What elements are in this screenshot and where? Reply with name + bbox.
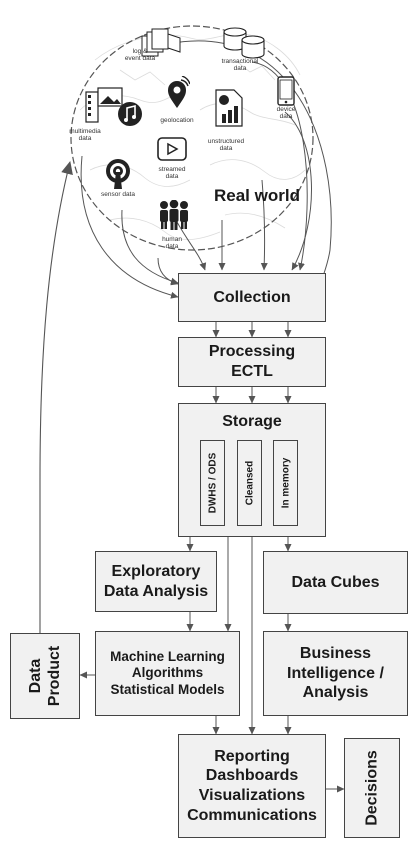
decisions-box: Decisions — [344, 738, 400, 838]
collection-label: Collection — [213, 288, 291, 306]
log-file-icon — [141, 28, 181, 57]
device-data-label: device data — [276, 106, 296, 121]
document-chart-icon — [215, 89, 243, 127]
ml-line3: Statistical Models — [110, 681, 225, 697]
geolocation-icon — [168, 76, 190, 108]
world-map-texture — [79, 33, 306, 240]
dwhs-ods-label: DWHS / ODS — [207, 452, 218, 514]
data-cubes-label: Data Cubes — [291, 573, 380, 591]
reporting-line1: Reporting — [214, 747, 290, 765]
in-memory-label: In memory — [280, 457, 291, 509]
bi-line3: Analysis — [302, 684, 369, 702]
streamed-data-label: streamed data — [158, 166, 186, 181]
eda-box: Exploratory Data Analysis — [95, 551, 217, 612]
multimedia-icon — [85, 87, 142, 126]
eda-line1: Exploratory — [111, 562, 201, 580]
decisions-label: Decisions — [363, 750, 381, 826]
transactional-data-label: transactional data — [221, 58, 259, 73]
real-world-title: Real world — [214, 186, 300, 205]
real-world-circle — [70, 25, 314, 251]
data-cubes-box: Data Cubes — [263, 551, 408, 614]
human-data-label: human data — [162, 236, 182, 251]
log-event-data-label: log & event data — [124, 48, 156, 63]
sensor-icon — [106, 159, 130, 189]
mobile-device-icon — [277, 76, 295, 106]
multimedia-data-label: multimedia data — [69, 128, 101, 143]
sensor-data-label: sensor data — [101, 191, 135, 198]
cleansed-box: Cleansed — [237, 440, 262, 526]
data-product-line1: Data — [26, 658, 44, 694]
ml-line1: Machine Learning — [110, 648, 225, 664]
dwhs-ods-box: DWHS / ODS — [200, 440, 225, 526]
cleansed-label: Cleansed — [244, 460, 255, 506]
processing-label: Processing — [208, 343, 296, 361]
bi-line1: Business — [299, 645, 372, 663]
processing-box: Processing ECTL — [178, 337, 326, 387]
unstructured-data-label: unstructured data — [207, 138, 245, 153]
reporting-line4: Communications — [187, 806, 317, 824]
in-memory-box: In memory — [273, 440, 298, 526]
reporting-box: Reporting Dashboards Visualizations Comm… — [178, 734, 326, 838]
reporting-line3: Visualizations — [198, 787, 306, 804]
people-icon — [160, 200, 188, 230]
ml-line2: Algorithms — [131, 665, 204, 681]
collection-box: Collection — [178, 273, 326, 322]
ml-box: Machine Learning Algorithms Statistical … — [95, 631, 240, 716]
bi-box: Business Intelligence / Analysis — [263, 631, 408, 716]
geolocation-label: geolocation — [160, 117, 194, 124]
streamed-play-icon — [157, 137, 187, 161]
data-product-label: Data Product — [26, 646, 64, 706]
storage-label: Storage — [222, 413, 282, 430]
data-product-line2: Product — [46, 645, 63, 707]
data-product-box: Data Product — [10, 633, 80, 719]
ectl-label: ECTL — [231, 363, 273, 380]
database-icon — [223, 27, 265, 59]
reporting-line2: Dashboards — [205, 767, 299, 785]
bi-line2: Intelligence / — [287, 664, 384, 682]
eda-line2: Data Analysis — [103, 582, 209, 600]
